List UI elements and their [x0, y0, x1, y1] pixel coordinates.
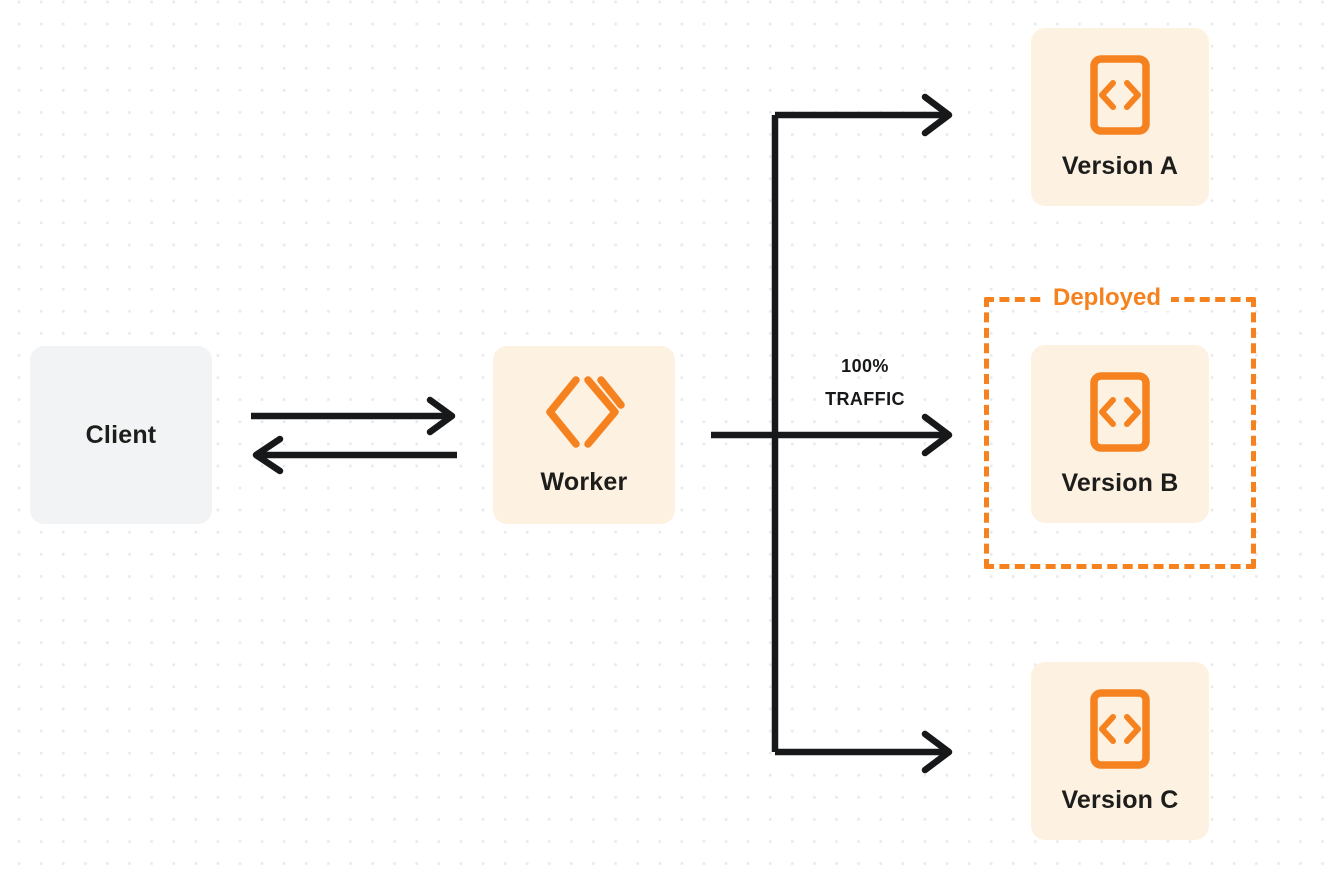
node-version-a-label: Version A	[1061, 151, 1179, 180]
node-client[interactable]: Client	[30, 346, 212, 524]
edge-trunk-to-version-c	[775, 730, 953, 774]
node-version-a[interactable]: Version A	[1031, 28, 1209, 206]
node-version-b[interactable]: Version B	[1031, 345, 1209, 523]
node-client-label: Client	[85, 420, 157, 449]
edge-worker-to-client	[252, 435, 457, 475]
cloudflare-workers-icon	[543, 374, 625, 450]
node-version-c[interactable]: Version C	[1031, 662, 1209, 840]
edge-worker-to-version-b	[711, 413, 953, 457]
node-worker-label: Worker	[540, 467, 628, 496]
node-worker[interactable]: Worker	[493, 346, 675, 524]
traffic-percentage-label: 100% TRAFFIC	[790, 350, 940, 416]
edge-trunk-to-version-a	[775, 93, 953, 137]
traffic-unit-label: TRAFFIC	[825, 389, 905, 409]
traffic-percent-value: 100%	[841, 356, 889, 376]
node-version-c-label: Version C	[1061, 785, 1179, 814]
code-file-icon	[1089, 371, 1151, 453]
code-file-icon	[1089, 688, 1151, 770]
node-version-b-label: Version B	[1061, 468, 1179, 497]
deployed-group-label: Deployed	[1043, 285, 1172, 311]
code-file-icon	[1089, 54, 1151, 136]
edge-client-to-worker	[251, 396, 456, 436]
